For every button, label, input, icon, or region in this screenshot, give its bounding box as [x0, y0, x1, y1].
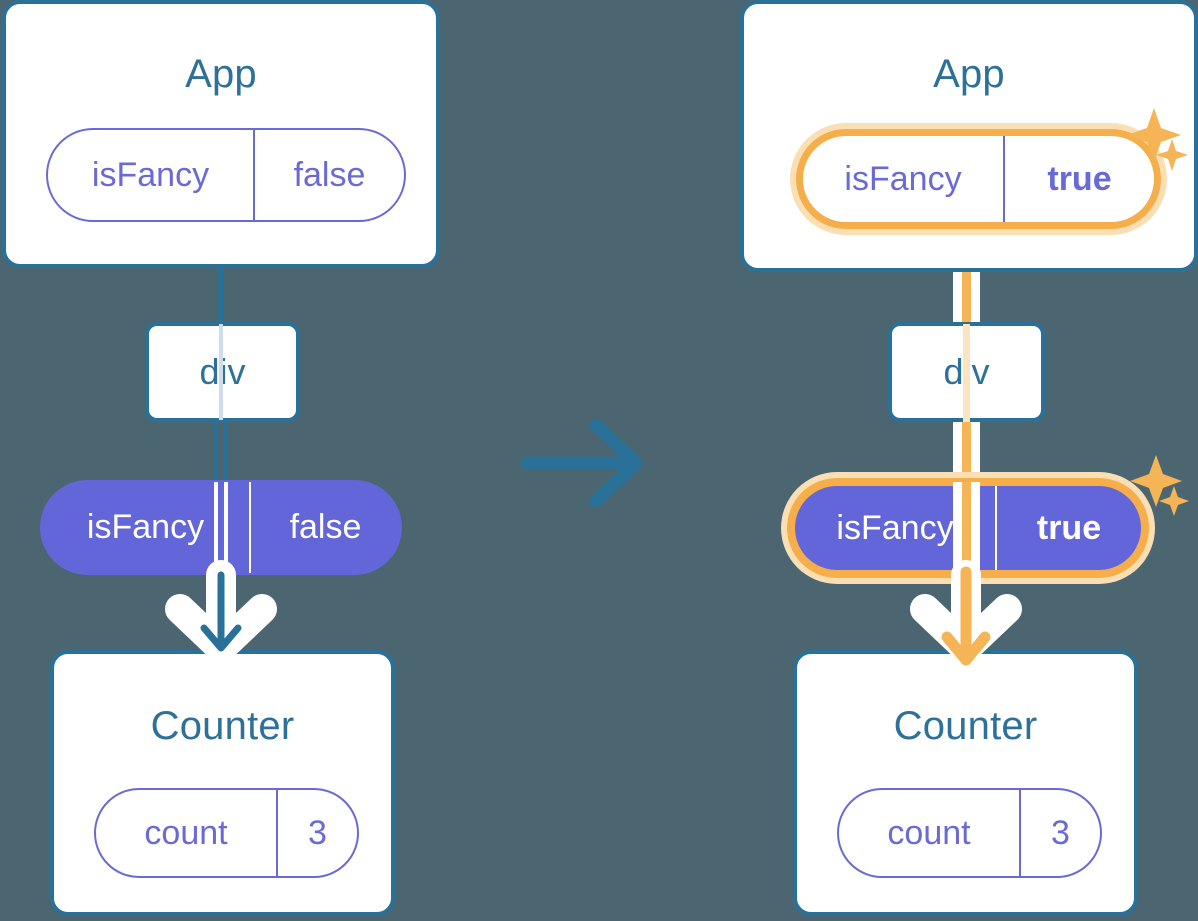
card-title-counter-before: Counter [150, 704, 295, 748]
card-counter-before: Counter count 3 [50, 650, 395, 916]
state-pill-key: count [144, 813, 228, 852]
connector-through-prop-left-before [214, 482, 218, 574]
state-pill-value: 3 [276, 790, 357, 876]
state-pill-app-after: isFancy true [801, 134, 1156, 224]
arrow-prop-to-counter-after [910, 560, 1022, 666]
connector-div-to-prop-left-before [214, 420, 218, 482]
card-app-after: App isFancy true [740, 0, 1198, 272]
sparkle-large-icon [1130, 455, 1182, 507]
card-counter-after: Counter count 3 [793, 650, 1138, 916]
state-pill-key: isFancy [91, 155, 210, 194]
state-pill-key: isFancy [844, 159, 962, 198]
prop-pill-value: true [995, 486, 1141, 570]
connector-div-to-prop-sheath-right-after [971, 422, 980, 482]
arrow-prop-to-counter-before [165, 560, 277, 663]
connector-app-to-div-after [962, 222, 971, 324]
state-pill-value: true [1003, 136, 1154, 222]
prop-pill-key: isFancy [836, 508, 954, 547]
connector-through-prop-sheath-left-after [953, 482, 962, 574]
connector-sheath-left-after [953, 266, 962, 324]
connector-div-to-prop-sheath-left-after [953, 422, 962, 482]
state-pill-value: 3 [1019, 790, 1100, 876]
connector-through-prop-right-before [224, 482, 228, 574]
card-title-app-before: App [185, 52, 257, 96]
sparkle-small-icon [1159, 486, 1189, 516]
connector-app-to-div-before [218, 266, 223, 324]
connector-through-prop-sheath-right-after [971, 482, 980, 574]
transition-arrow-icon [521, 418, 643, 508]
state-pill-key: count [887, 813, 971, 852]
state-pill-value: false [253, 130, 404, 220]
state-pill-app-before: isFancy false [46, 128, 406, 222]
connector-div-to-prop-after [962, 422, 971, 482]
card-title-app-after: App [933, 52, 1005, 96]
card-app-before: App isFancy false [2, 0, 440, 268]
prop-pill-key: isFancy [86, 508, 205, 546]
prop-pill-before: isFancy false [40, 480, 402, 575]
connector-sheath-right-after [971, 266, 980, 324]
card-title-counter-after: Counter [893, 704, 1038, 748]
state-pill-counter-after: count 3 [837, 788, 1102, 878]
state-pill-counter-before: count 3 [94, 788, 359, 878]
connector-through-div-after [963, 324, 970, 422]
connector-through-div-before [219, 324, 223, 420]
prop-pill-value: false [249, 482, 400, 573]
connector-through-prop-after [962, 482, 971, 574]
connector-div-to-prop-right-before [224, 420, 228, 482]
